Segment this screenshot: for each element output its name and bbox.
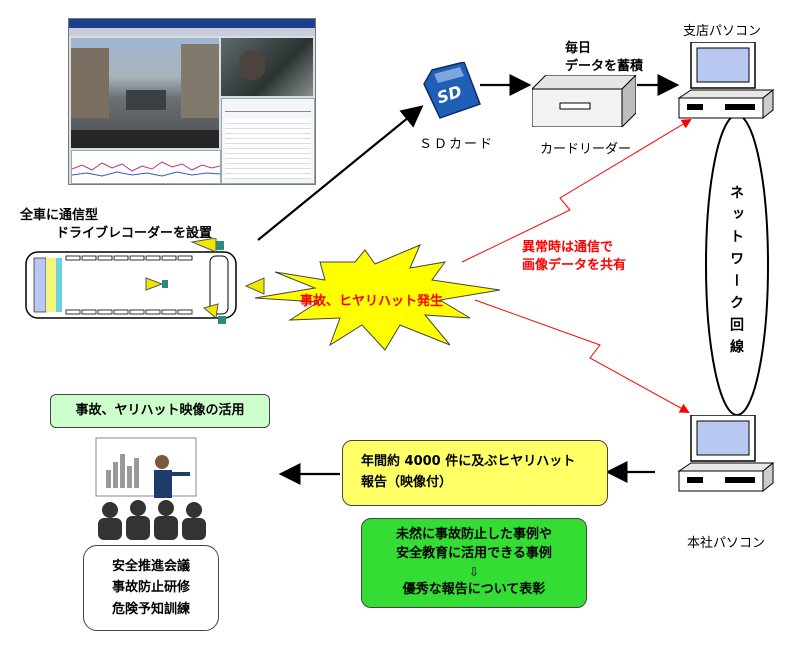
usage-title-text: 事故、ヤリハット映像の活用 (75, 402, 245, 418)
speed-graph (71, 150, 221, 184)
branch-pc-label: 支店パソコン (683, 24, 762, 39)
card-reader-icon (530, 73, 638, 129)
safety-meeting-text: 安全推進会議 (111, 558, 190, 574)
award-box: 未然に事故防止した事例や 安全教育に活用できる事例 ⇩ 優秀な報告について表彰 (361, 518, 587, 608)
branch-pc-icon (675, 41, 775, 122)
head-pc-icon (675, 414, 775, 495)
bus-top-view-icon (22, 237, 268, 330)
arrow-bus-to-sd (257, 105, 424, 241)
interior-camera-view (221, 38, 313, 96)
front-camera-view (71, 38, 219, 148)
card-reader-label: カードリーダー (540, 142, 632, 157)
network-label: ネットワーク回線 (728, 185, 744, 361)
accident-prevention-text: 事故防止研修 (111, 580, 190, 596)
accumulate-label: データを蓄積 (565, 59, 644, 74)
training-box: 安全推進会議 事故防止研修 危険予知訓練 (83, 545, 219, 631)
recorder-install-label: ドライブレコーダーを設置 (56, 226, 213, 241)
red-lightning-to-branch (461, 118, 692, 263)
award-down-arrow: ⇩ (468, 564, 480, 579)
screenshot-titlebar (69, 19, 315, 28)
report-line2: 報告（映像付） (361, 475, 453, 490)
award-line2: 安全教育に活用できる事例 (396, 545, 552, 561)
daily-label: 毎日 (565, 41, 592, 56)
award-line3: 優秀な報告について表彰 (402, 582, 546, 598)
report-box: 年間約 4000 件に及ぶヒヤリハット 報告（映像付） (342, 440, 608, 506)
incident-burst (254, 244, 501, 351)
usage-title-box: 事故、ヤリハット映像の活用 (50, 394, 270, 428)
hazard-prediction-text: 危険予知訓練 (111, 601, 190, 617)
award-line1: 未然に事故防止した事例や (395, 527, 552, 543)
report-line1: 年間約 4000 件に及ぶヒヤリハット (361, 454, 576, 470)
sd-card-icon: SD (420, 61, 482, 124)
share-image-label: 画像データを共有 (522, 258, 627, 273)
screenshot-menubar (69, 28, 315, 36)
red-lightning-to-head (474, 299, 690, 413)
meeting-presentation-icon (92, 436, 214, 540)
event-list-panel (221, 98, 315, 184)
sd-card-label: ＳＤカード (419, 137, 495, 152)
head-pc-label: 本社パソコン (687, 536, 766, 551)
incident-label: 事故、ヒヤリハット発生 (300, 294, 444, 309)
drive-recorder-software-screenshot (68, 18, 316, 185)
all-cars-label: 全車に通信型 (20, 208, 99, 223)
abnormal-comm-label: 異常時は通信で (522, 240, 614, 255)
